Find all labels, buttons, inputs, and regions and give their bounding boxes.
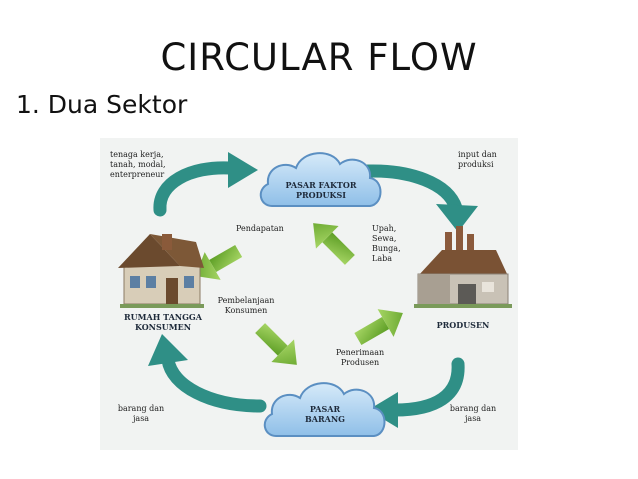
producer-revenue-label: Penerimaan Produsen [335,348,385,367]
teal-arrow-top-right [361,164,478,232]
slide-subtitle: 1. Dua Sektor [16,90,188,119]
green-arrow-consumer-spending [255,323,297,365]
goods-from-producer-label: barang dan jasa [449,404,497,423]
slide-title: CIRCULAR FLOW [160,36,478,79]
producer-label: PRODUSEN [436,320,490,330]
circular-flow-diagram: PASAR FAKTOR PRODUKSI PASAR BARANG RUMAH… [100,138,518,450]
factor-market-label: PASAR FAKTOR PRODUKSI [285,180,357,200]
cloud-goods-market [263,382,386,437]
green-arrow-factor-payments [313,223,355,265]
green-arrow-income [195,244,243,280]
teal-arrow-top-left [153,152,258,217]
goods-to-household-label: barang dan jasa [117,404,165,423]
factory-icon [414,226,512,308]
factors-input-label: input dan produksi [458,150,497,169]
green-arrow-producer-revenue [354,309,403,346]
teal-arrow-bottom-right [368,357,465,428]
house-icon [118,234,204,308]
teal-arrow-bottom-left [148,334,267,413]
cloud-factor-market [259,152,382,207]
diagram-graphics [118,152,512,437]
factor-payments-label: Upah, Sewa, Bunga, Laba [372,224,401,263]
household-label: RUMAH TANGGA KONSUMEN [124,312,202,332]
factors-supplied-label: tenaga kerja, tanah, modal, enterpreneur [110,150,166,179]
goods-market-label: PASAR BARANG [305,404,345,424]
income-label: Pendapatan [236,224,284,233]
consumer-spending-label: Pembelanjaan Konsumen [217,296,275,315]
